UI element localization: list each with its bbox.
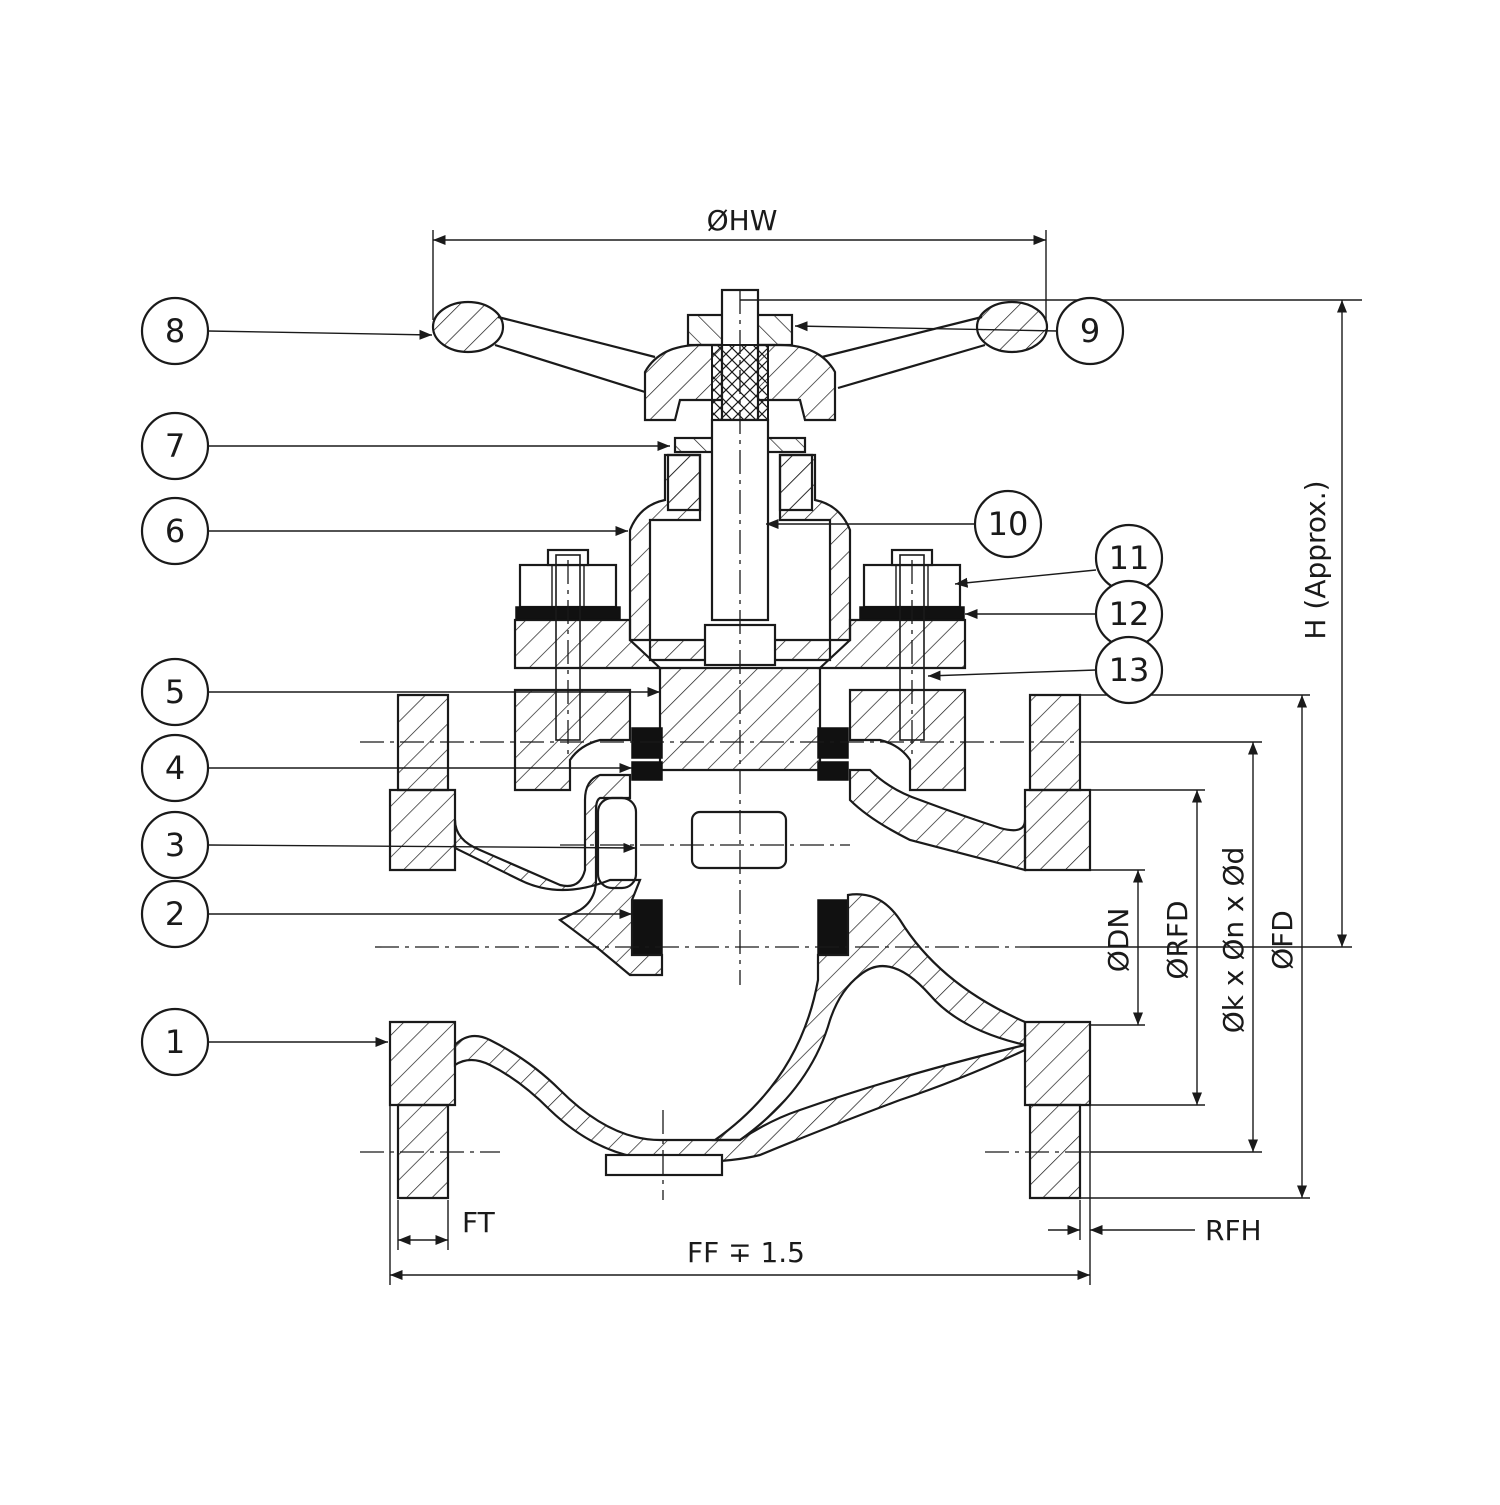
dim-ft-label: FT: [462, 1206, 496, 1239]
dim-h-label: H (Approx.): [1299, 480, 1332, 639]
balloon-9: 9: [1055, 296, 1125, 366]
dimension-lines: [389, 230, 1362, 1285]
balloon-4: 4: [140, 733, 210, 803]
balloons: 8 9 7 6 10 11 12 13 5 4 3 2 1: [140, 296, 1164, 1077]
balloon-9-label: 9: [1080, 312, 1100, 350]
dimension-labels: ØHW H (Approx.) ØFD Øk x Øn x Ød ØRFD ØD…: [462, 204, 1332, 1269]
balloon-8-label: 8: [165, 312, 185, 350]
balloon-5-label: 5: [165, 673, 185, 711]
balloon-7-label: 7: [165, 427, 185, 465]
dim-dn-label: ØDN: [1102, 908, 1135, 973]
balloon-13: 13: [1094, 635, 1164, 705]
balloon-5: 5: [140, 657, 210, 727]
balloon-3-label: 3: [165, 826, 185, 864]
balloon-2: 2: [140, 879, 210, 949]
balloon-leaders: [207, 321, 1097, 1048]
dim-kd-label: Øk x Øn x Ød: [1217, 847, 1250, 1034]
balloon-4-label: 4: [165, 749, 185, 787]
balloon-6: 6: [140, 496, 210, 566]
bonnet: [513, 418, 967, 670]
balloon-13-label: 13: [1109, 651, 1150, 689]
balloon-1-label: 1: [165, 1023, 185, 1061]
balloon-10-label: 10: [988, 505, 1029, 543]
balloon-6-label: 6: [165, 512, 185, 550]
balloon-8: 8: [140, 296, 210, 366]
balloon-3: 3: [140, 810, 210, 880]
dim-rfd-label: ØRFD: [1161, 900, 1194, 979]
valve-body: [388, 666, 1092, 1200]
balloon-12-label: 12: [1109, 595, 1150, 633]
dim-rfh-label: RFH: [1205, 1214, 1262, 1247]
balloon-11: 11: [1094, 523, 1164, 593]
dim-ff-label: FF ∓ 1.5: [687, 1236, 805, 1269]
centrelines: [360, 290, 1090, 1200]
dim-fd-label: ØFD: [1266, 910, 1299, 970]
balloon-1: 1: [140, 1007, 210, 1077]
dim-hw-label: ØHW: [707, 204, 778, 237]
balloon-2-label: 2: [165, 895, 185, 933]
balloon-11-label: 11: [1109, 539, 1150, 577]
balloon-7: 7: [140, 411, 210, 481]
balloon-10: 10: [973, 489, 1043, 559]
